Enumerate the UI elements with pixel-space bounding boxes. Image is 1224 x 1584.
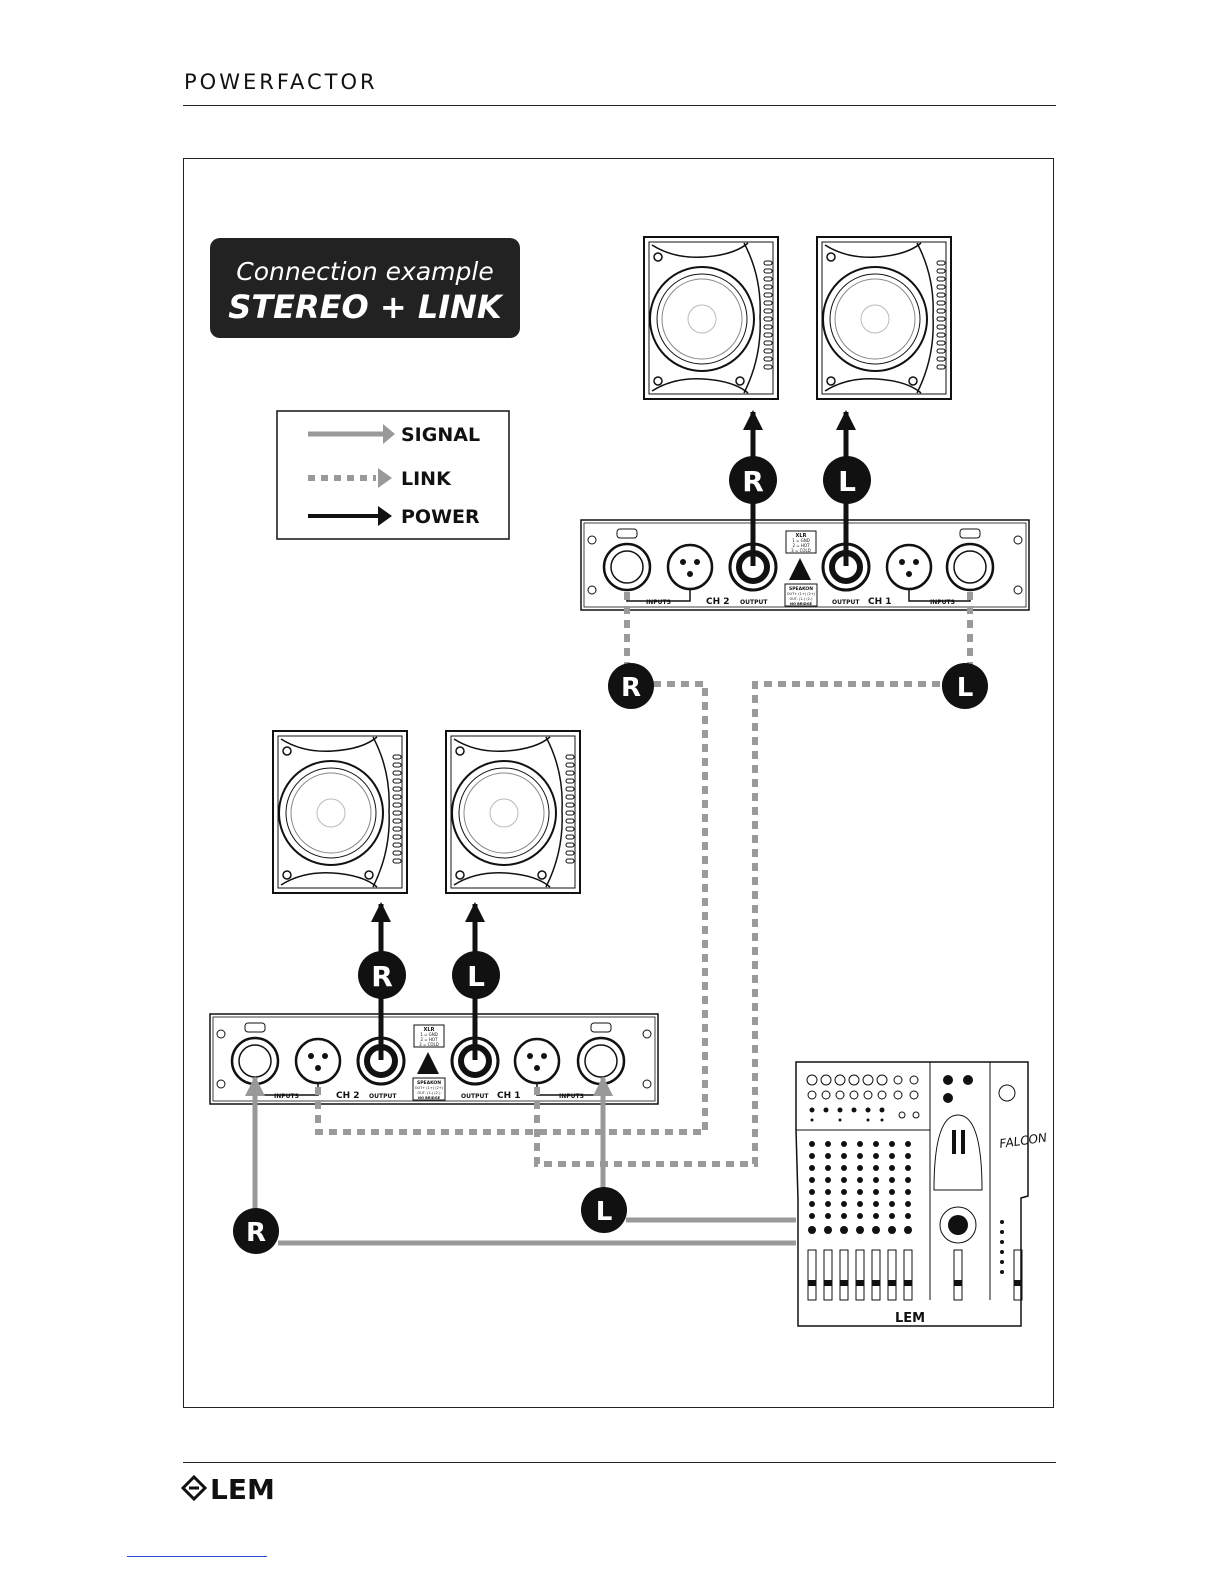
amplifier-top: INPUTS CH 2 OUTPUT XLR 1 = GND 2 = HOT 3… <box>580 519 1030 611</box>
amp-top-ch2-label: CH 2 <box>706 597 730 607</box>
footer-logo: LEM <box>180 1470 300 1514</box>
amp-bottom-xlr-2: 2 = HOT <box>420 1037 438 1042</box>
legend-power-label: POWER <box>401 506 480 528</box>
badge-power-top-r: R <box>729 456 777 504</box>
amp-top-xlr-title: XLR <box>796 533 807 539</box>
footnote-line <box>127 1556 267 1557</box>
page-header-title: POWERFACTOR <box>184 70 378 94</box>
banner-line-2: STEREO + LINK <box>228 288 504 326</box>
amp-bottom-ch1-label: CH 1 <box>497 1091 521 1101</box>
amp-top-xlr-2: 2 = HOT <box>792 543 810 548</box>
amplifier-bottom: INPUTS CH 2 OUTPUT XLR 1 = GND 2 = HOT 3… <box>209 1013 659 1105</box>
badge-signal-r: R <box>233 1208 279 1254</box>
header-rule <box>183 105 1056 106</box>
badge-signal-l: L <box>581 1187 627 1233</box>
speaker-bottom-left <box>445 730 581 894</box>
amp-top-xlr-1: 1 = GND <box>792 538 810 543</box>
legend-box: SIGNAL LINK POWER <box>276 410 510 540</box>
amp-bottom-speakon-2: OUT- (1-) (2-) <box>417 1091 441 1095</box>
amp-bottom-xlr-1: 1 = GND <box>420 1032 438 1037</box>
amp-top-speakon-3: NO BRIDGE <box>790 602 813 606</box>
amp-top-xlr-3: 3 = COLD <box>791 548 811 553</box>
title-banner: Connection example STEREO + LINK <box>210 238 520 338</box>
amp-top-output-label-ch2: OUTPUT <box>740 599 768 606</box>
amp-top-output-label-ch1: OUTPUT <box>832 599 860 606</box>
amp-top-speakon-title: SPEAKON <box>789 586 813 592</box>
amp-bottom-speakon-1: OUT+ (1+) (2+) <box>415 1086 444 1090</box>
badge-power-top-l: L <box>823 456 871 504</box>
amp-top-speakon-2: OUT- (1-) (2-) <box>789 597 813 601</box>
amp-bottom-output-label-ch2: OUTPUT <box>369 1093 397 1100</box>
banner-line-1: Connection example <box>236 257 493 286</box>
svg-text:R: R <box>621 673 641 703</box>
amp-bottom-inputs-label-right: INPUTS <box>559 1093 584 1100</box>
mixer-brand-label: LEM <box>895 1311 925 1326</box>
badge-power-bottom-r: R <box>358 951 406 999</box>
amp-bottom-ch2-label: CH 2 <box>336 1091 360 1101</box>
badge-link-l: L <box>942 663 988 709</box>
badge-link-r: R <box>608 663 654 709</box>
svg-text:L: L <box>838 465 856 498</box>
svg-text:R: R <box>371 960 393 993</box>
svg-text:L: L <box>596 1197 613 1227</box>
lem-emblem-icon <box>180 1474 208 1502</box>
speaker-top-right <box>643 236 779 400</box>
amp-top-speakon-1: OUT+ (1+) (2+) <box>787 592 816 596</box>
amp-top-inputs-label-right: INPUTS <box>930 599 955 606</box>
amp-bottom-speakon-title: SPEAKON <box>417 1080 441 1086</box>
footer-rule <box>183 1462 1056 1463</box>
mixer-model-label: FALCON <box>998 1130 1047 1151</box>
amp-bottom-inputs-label-left: INPUTS <box>274 1093 299 1100</box>
speaker-bottom-right <box>272 730 408 894</box>
svg-text:R: R <box>246 1218 266 1248</box>
signal-cables <box>245 1076 796 1246</box>
speaker-top-left <box>816 236 952 400</box>
badge-power-bottom-l: L <box>452 951 500 999</box>
legend-signal-label: SIGNAL <box>401 424 480 446</box>
amp-bottom-output-label-ch1: OUTPUT <box>461 1093 489 1100</box>
amp-bottom-xlr-title: XLR <box>424 1027 435 1033</box>
svg-text:R: R <box>742 465 764 498</box>
diagram-frame <box>183 158 1054 1408</box>
amp-top-ch1-label: CH 1 <box>868 597 892 607</box>
amp-bottom-xlr-3: 3 = COLD <box>419 1042 439 1047</box>
svg-text:L: L <box>957 673 974 703</box>
amp-bottom-speakon-3: NO BRIDGE <box>418 1096 441 1100</box>
mixer-falcon: FALCON LEM <box>795 1061 1048 1327</box>
legend-link-label: LINK <box>401 468 452 490</box>
footer-brand: LEM <box>210 1473 275 1506</box>
svg-text:L: L <box>467 960 485 993</box>
amp-top-inputs-label-left: INPUTS <box>646 599 671 606</box>
